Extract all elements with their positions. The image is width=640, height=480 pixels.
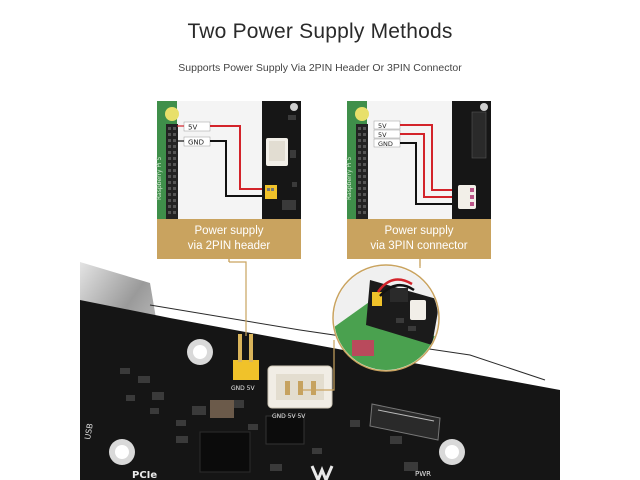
connector-pin-label: GND 5V 5V — [272, 413, 306, 420]
main-hat-board: GND 5V GND 5V 5V USB PCIe PWR — [80, 262, 560, 480]
ffc-connector — [369, 403, 441, 441]
usb-silkscreen: USB — [83, 423, 95, 441]
page-title: Two Power Supply Methods — [187, 20, 453, 43]
caption-3pin-line1: Power supply — [384, 225, 454, 237]
page-subtitle: Supports Power Supply Via 2PIN Header Or… — [178, 62, 462, 74]
caption-3pin: Power supply via 3PIN connector — [347, 219, 491, 259]
wire-5v-b — [400, 133, 462, 198]
wire-gnd — [210, 140, 268, 197]
pi-board-label: Raspberry Pi 5 — [156, 157, 163, 200]
crystal — [210, 400, 234, 418]
pcie-silkscreen: PCIe — [132, 470, 157, 480]
label-gnd: GND — [188, 139, 204, 147]
caption-2pin-line2: via 2PIN header — [187, 240, 271, 252]
mounting-hole — [165, 107, 179, 121]
wire-5v — [210, 125, 268, 190]
pwr-silkscreen: PWR — [415, 470, 431, 478]
header-2pin-main — [233, 360, 259, 380]
ic-chip — [265, 415, 305, 445]
pi-board-label-right: Raspberry Pi 5 — [346, 157, 353, 200]
caption-3pin-line2: via 3PIN connector — [370, 240, 468, 252]
panel-3pin: Raspberry Pi 5 5V 5V GND — [346, 101, 491, 219]
caption-2pin-line1: Power supply — [194, 225, 264, 237]
brand-logo — [310, 465, 334, 480]
wire-5v-a — [400, 124, 462, 191]
caption-2pin: Power supply via 2PIN header — [157, 219, 301, 259]
inset-hat-board — [366, 280, 438, 345]
controller-chip — [199, 431, 251, 473]
label-5v-a: 5V — [378, 122, 387, 130]
label-5v: 5V — [188, 124, 197, 132]
wire-gnd-right — [400, 142, 462, 205]
header-pin-label: GND 5V — [231, 385, 255, 392]
panel-2pin: Raspberry Pi 5 5V GND — [156, 101, 301, 219]
label-5v-b: 5V — [378, 131, 387, 139]
inset-raspberry-logo — [352, 340, 374, 356]
label-gnd-right: GND — [378, 140, 393, 148]
gpio-header — [166, 124, 178, 219]
header-2pin — [265, 185, 277, 199]
